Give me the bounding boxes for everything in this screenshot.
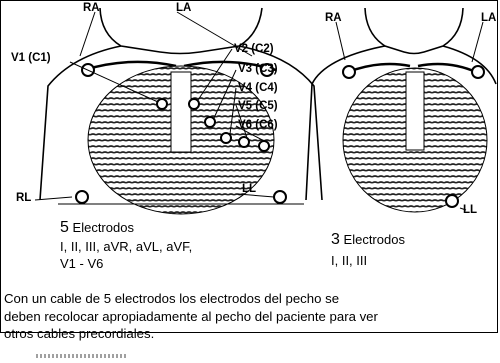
torso-3-electrodes [306,8,496,212]
label-ra: RA [83,3,100,15]
leads-3-electrodes: I, II, III [331,252,367,269]
electrode-ll [274,191,286,203]
label-ll-3: LL [463,205,477,217]
label-rl: RL [16,193,31,205]
label-v2: V2 (C2) [234,44,274,56]
label-v3: V3 (C3) [238,64,278,76]
electrode-la-3 [472,66,484,78]
leads-5-line2: V1 - V6 [60,255,192,272]
electrode-count-label-3: Electrodos [344,232,405,247]
caption-line2: deben recolocar apropiadamente al pecho … [4,308,498,326]
label-ra-3: RA [325,13,342,25]
electrode-v1 [157,99,167,109]
label-la-3: LA [481,13,496,25]
leader-la-3 [472,22,483,62]
electrode-v6 [259,141,269,151]
electrode-ra-3 [343,66,355,78]
leads-5-line1: I, II, III, aVR, aVL, aVF, [60,238,192,255]
label-ll: LL [242,184,256,196]
label-v1: V1 (C1) [11,53,51,65]
torso-5-electrodes [35,8,322,214]
leads-5-electrodes: I, II, III, aVR, aVL, aVF, V1 - V6 [60,238,192,272]
electrode-ll-3 [446,195,458,207]
label-la: LA [176,3,191,15]
electrode-v5 [239,137,249,147]
electrode-rl [76,191,88,203]
sternum-left [171,72,191,152]
caption: Con un cable de 5 electrodos los electro… [4,290,498,343]
leads-3-line1: I, II, III [331,252,367,269]
label-v6: V6 (C6) [238,120,278,132]
sternum-right [406,72,424,150]
electrode-v2 [189,99,199,109]
electrode-count-3: 3 [331,231,340,248]
scan-artifact [36,354,128,358]
label-v5: V5 (C5) [238,101,278,113]
electrode-count-label-5: Electrodos [73,220,134,235]
leader-ra [80,12,95,56]
caption-line1: Con un cable de 5 electrodos los electro… [4,290,498,308]
caption-line3: otros cables precordiales. [4,325,498,343]
electrode-v4 [221,133,231,143]
electrode-count-5: 5 [60,219,69,236]
electrode-v3 [205,117,215,127]
subtitle-3-electrodes: 3 Electrodos [331,231,405,249]
leader-ra-3 [336,22,345,60]
label-v4: V4 (C4) [238,83,278,95]
subtitle-5-electrodes: 5 Electrodos [60,219,134,237]
